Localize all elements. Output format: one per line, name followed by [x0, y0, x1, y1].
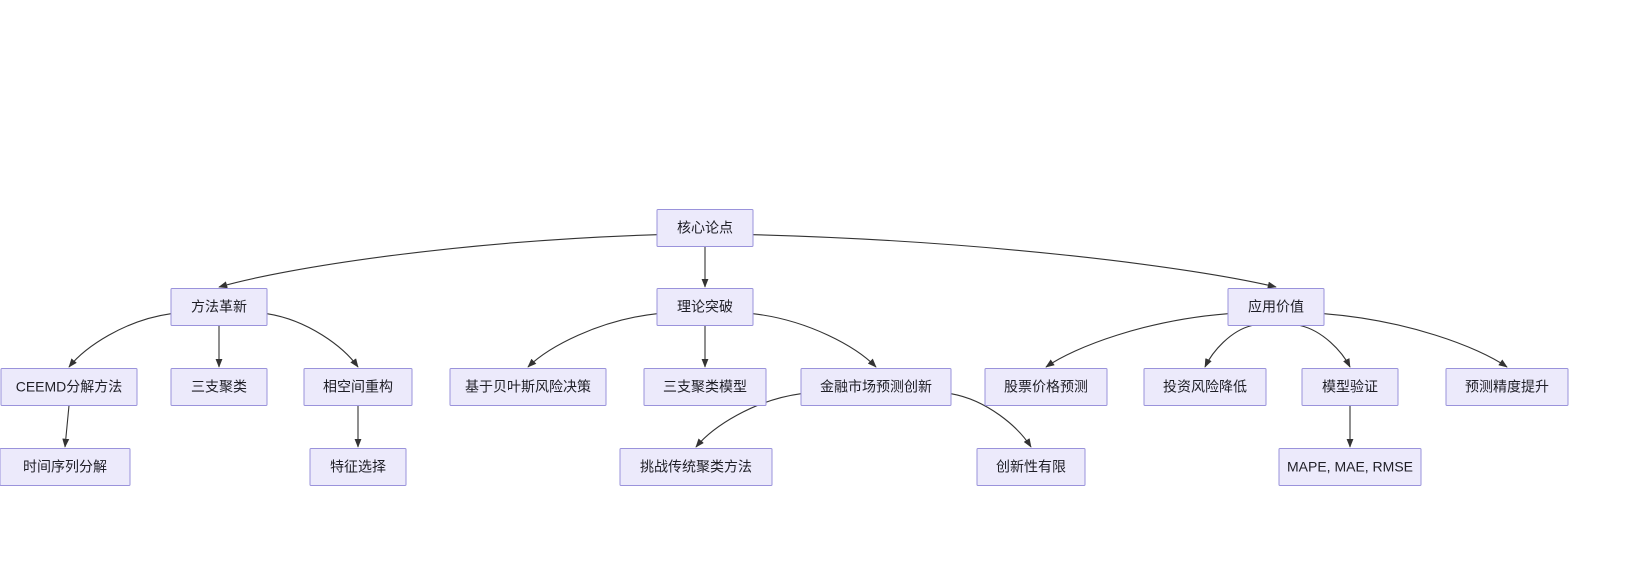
- node-n2a[interactable]: 基于贝叶斯风险决策: [449, 368, 607, 406]
- node-n3c[interactable]: 模型验证: [1301, 368, 1399, 406]
- node-label-n1b: 三支聚类: [191, 379, 247, 395]
- edge-n3-to-n3b: [1204, 324, 1253, 368]
- node-label-n1: 方法革新: [191, 299, 247, 315]
- node-box-n1a: [0, 368, 138, 406]
- node-box-n3: [1227, 288, 1325, 326]
- node-n1b[interactable]: 三支聚类: [170, 368, 268, 406]
- node-label-n3c: 模型验证: [1322, 379, 1378, 395]
- node-n1[interactable]: 方法革新: [170, 288, 268, 326]
- node-n2c2[interactable]: 创新性有限: [976, 448, 1086, 486]
- edge-n1-to-n1c: [266, 313, 359, 368]
- node-box-n1c1: [309, 448, 407, 486]
- node-n3[interactable]: 应用价值: [1227, 288, 1325, 326]
- node-n1c1[interactable]: 特征选择: [309, 448, 407, 486]
- node-box-n2c2: [976, 448, 1086, 486]
- node-n2c[interactable]: 金融市场预测创新: [800, 368, 952, 406]
- node-box-n1a1: [0, 448, 131, 486]
- node-n2b[interactable]: 三支聚类模型: [643, 368, 767, 406]
- node-label-root: 核心论点: [677, 220, 733, 236]
- edge-layer: [62, 234, 1508, 448]
- node-n3a[interactable]: 股票价格预测: [984, 368, 1108, 406]
- node-box-n3b: [1143, 368, 1267, 406]
- node-n2c1[interactable]: 挑战传统聚类方法: [619, 448, 773, 486]
- node-label-n2c1: 挑战传统聚类方法: [640, 459, 752, 475]
- node-box-n3d: [1445, 368, 1569, 406]
- node-root[interactable]: 核心论点: [656, 209, 754, 247]
- node-box-n2b: [643, 368, 767, 406]
- node-box-root: [656, 209, 754, 247]
- edge-n2c-to-n2c1: [695, 393, 802, 448]
- node-label-n2b: 三支聚类模型: [663, 379, 747, 395]
- node-label-n1a: CEEMD分解方法: [16, 379, 123, 395]
- node-label-n3c1: MAPE, MAE, RMSE: [1287, 459, 1413, 475]
- node-box-n3c1: [1278, 448, 1422, 486]
- node-box-n1: [170, 288, 268, 326]
- node-label-n2c2: 创新性有限: [996, 459, 1066, 475]
- node-label-n3: 应用价值: [1248, 299, 1304, 315]
- node-box-n2c: [800, 368, 952, 406]
- edge-n2-to-n2a: [527, 313, 658, 368]
- node-n3c1[interactable]: MAPE, MAE, RMSE: [1278, 448, 1422, 486]
- edge-root-to-n3: [752, 234, 1277, 289]
- edge-n2-to-n2c: [752, 313, 877, 368]
- edge-n1-to-n1a: [68, 313, 172, 368]
- node-n1a1[interactable]: 时间序列分解: [0, 448, 131, 486]
- node-label-n3a: 股票价格预测: [1004, 379, 1088, 395]
- node-n2[interactable]: 理论突破: [656, 288, 754, 326]
- node-n3d[interactable]: 预测精度提升: [1445, 368, 1569, 406]
- node-label-n2a: 基于贝叶斯风险决策: [465, 379, 591, 395]
- node-box-n3a: [984, 368, 1108, 406]
- node-box-n2a: [449, 368, 607, 406]
- edge-n3-to-n3c: [1299, 324, 1351, 368]
- node-box-n3c: [1301, 368, 1399, 406]
- node-n1c[interactable]: 相空间重构: [303, 368, 413, 406]
- node-label-n2c: 金融市场预测创新: [820, 379, 932, 395]
- node-label-n1c1: 特征选择: [330, 459, 386, 475]
- node-box-n1b: [170, 368, 268, 406]
- node-label-n3d: 预测精度提升: [1465, 379, 1549, 395]
- node-box-n2c1: [619, 448, 773, 486]
- edge-n3-to-n3a: [1045, 313, 1229, 368]
- edge-root-to-n1: [218, 234, 658, 289]
- node-box-n1c: [303, 368, 413, 406]
- edge-n3-to-n3d: [1323, 313, 1508, 368]
- node-box-n2: [656, 288, 754, 326]
- edge-n2c-to-n2c2: [950, 393, 1032, 448]
- node-label-n2: 理论突破: [677, 299, 733, 315]
- node-label-n1c: 相空间重构: [323, 379, 393, 395]
- node-n3b[interactable]: 投资风险降低: [1143, 368, 1267, 406]
- edge-n1a-to-n1a1: [62, 405, 70, 448]
- node-n1a[interactable]: CEEMD分解方法: [0, 368, 138, 406]
- node-label-n3b: 投资风险降低: [1163, 379, 1247, 395]
- node-label-n1a1: 时间序列分解: [23, 459, 107, 475]
